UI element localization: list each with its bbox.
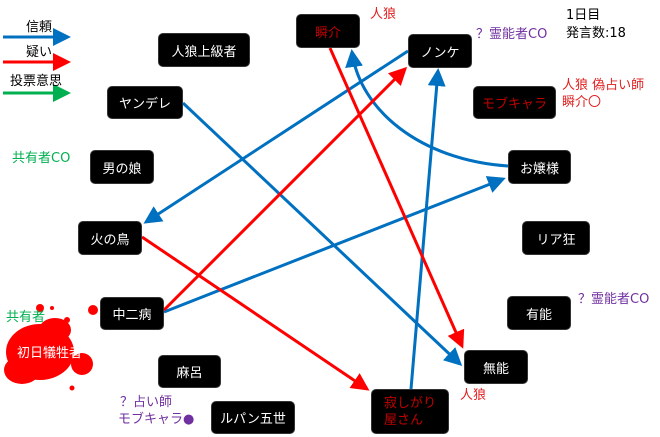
- trust-ojousama-to-shunsuke: [345, 49, 509, 168]
- node-yandere[interactable]: ヤンデレ: [107, 86, 183, 119]
- node-lupin[interactable]: ルパン五世: [211, 401, 295, 434]
- remark-count: 発言数:18: [566, 26, 626, 41]
- nonke-medium-co-note: ？霊能者CO: [476, 27, 548, 42]
- legend-doubt-label: 疑い: [26, 45, 53, 60]
- node-shunsuke[interactable]: 瞬介: [296, 14, 360, 48]
- trust-chuunibyou-to-ojousama: [163, 176, 506, 314]
- node-nonke[interactable]: ノンケ: [408, 34, 472, 68]
- yuunou-medium-co-note: ？霊能者CO: [578, 292, 650, 307]
- otokonoko-shared-co-note: 共有者CO: [12, 151, 71, 166]
- node-sabishigari-line2: 屋さん: [384, 412, 424, 428]
- day-label: 1日目: [566, 8, 601, 23]
- shunsuke-wolf-note: 人狼: [370, 7, 397, 22]
- node-ojousama[interactable]: お嬢様: [508, 150, 571, 184]
- doubt-chuunibyou-to-nonke: [162, 66, 408, 312]
- node-munou[interactable]: 無能: [464, 350, 528, 384]
- trust-sabishigari-to-nonke: [409, 68, 446, 390]
- mobchara-note-1: 人狼 偽占い師: [562, 78, 645, 93]
- munou-wolf-note: 人狼: [460, 388, 487, 403]
- node-jinrou-joukyu[interactable]: 人狼上級者: [158, 33, 250, 67]
- node-yuunou[interactable]: 有能: [507, 296, 571, 330]
- node-sabishigari[interactable]: 寂しがり 屋さん: [371, 389, 449, 434]
- node-hinotori[interactable]: 火の鳥: [78, 221, 142, 255]
- blood-splatter: [4, 304, 98, 391]
- doubt-hinotori-to-sabishigari: [141, 235, 370, 391]
- doubt-shunsuke-to-munou: [328, 47, 465, 349]
- node-maro[interactable]: 麻呂: [158, 355, 221, 388]
- legend-trust-label: 信頼: [26, 20, 53, 35]
- shonichi-shared-note: 共有者: [6, 310, 46, 325]
- node-otokonoko[interactable]: 男の娘: [90, 150, 154, 184]
- mobchara-note-2: 瞬介〇: [562, 95, 602, 110]
- maro-seer-note-2: モブキャラ●: [118, 412, 195, 427]
- node-mobchara[interactable]: モブキャラ: [473, 86, 556, 119]
- legend-vote-label: 投票意思: [10, 74, 63, 89]
- trust-nonke-to-hinotori: [143, 49, 409, 224]
- trust-yandere-to-munou: [181, 101, 463, 367]
- maro-seer-note-1: ？占い師: [120, 395, 173, 410]
- node-shonichi[interactable]: 初日犠牲者: [16, 345, 82, 361]
- node-riakyo[interactable]: リア狂: [522, 221, 590, 255]
- node-sabishigari-line1: 寂しがり: [384, 395, 437, 411]
- node-chuunibyou[interactable]: 中二病: [100, 297, 164, 330]
